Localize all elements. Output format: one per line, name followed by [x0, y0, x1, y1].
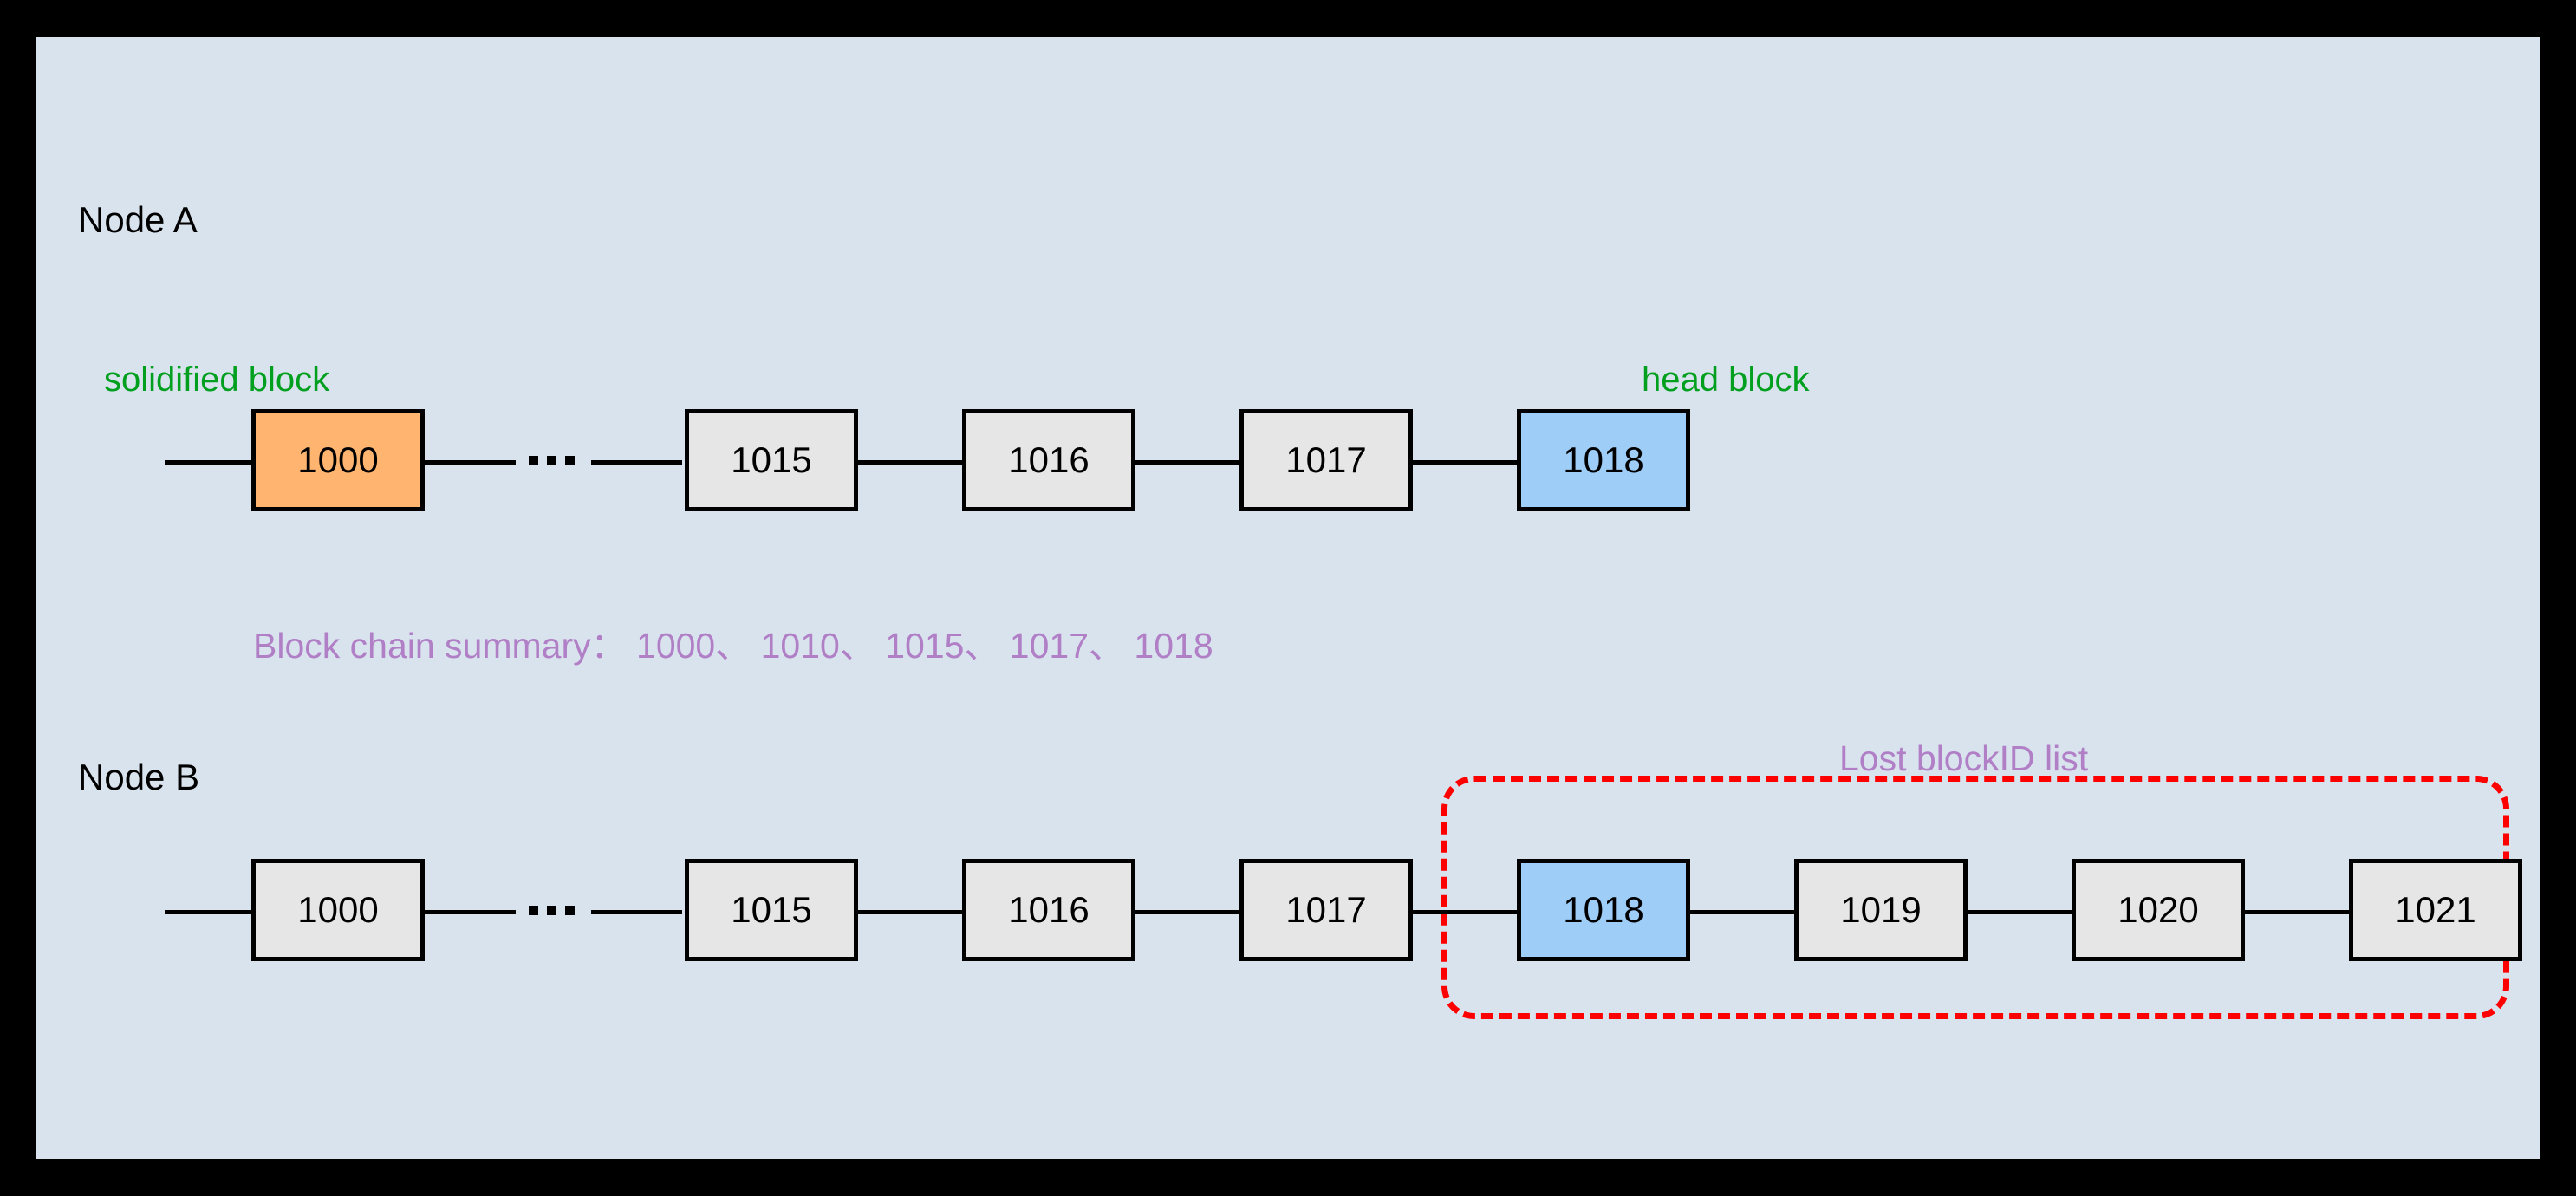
node-b-block-1016[interactable]: 1016 — [962, 859, 1135, 961]
node-a-block-1016[interactable]: 1016 — [962, 409, 1135, 511]
node-a-link-1017-1018 — [1413, 460, 1517, 465]
node-b-link-1017-1018 — [1413, 910, 1517, 914]
node-b-block-1019[interactable]: 1019 — [1794, 859, 1968, 961]
node-b-link-1016-1017 — [1135, 910, 1239, 914]
head-block-label: head block — [1642, 361, 1810, 399]
diagram-canvas: Node A solidified block head block 1000 … — [36, 37, 2540, 1159]
node-b-link-1020-1021 — [2245, 910, 2349, 914]
node-a-block-1000[interactable]: 1000 — [251, 409, 425, 511]
node-b-block-1021[interactable]: 1021 — [2349, 859, 2522, 961]
lost-blockid-list-label: Lost blockID list — [1839, 738, 2089, 778]
node-a-title: Node A — [78, 199, 198, 240]
node-a-ellipsis — [529, 456, 575, 465]
node-a-link-1000-ellipsis — [425, 460, 516, 465]
node-b-ellipsis — [529, 906, 575, 915]
block-chain-summary: Block chain summary： 1000、 1010、 1015、 1… — [253, 626, 1213, 666]
node-b-link-1015-1016 — [858, 910, 962, 914]
node-b-block-1020[interactable]: 1020 — [2072, 859, 2245, 961]
node-a-link-ellipsis-1015 — [591, 460, 682, 465]
node-b-link-1018-1019 — [1690, 910, 1794, 914]
node-b-block-1018[interactable]: 1018 — [1517, 859, 1690, 961]
node-a-link-lead — [165, 460, 251, 465]
node-b-link-1000-ellipsis — [425, 910, 516, 914]
node-b-block-1017[interactable]: 1017 — [1239, 859, 1413, 961]
node-b-link-ellipsis-1015 — [591, 910, 682, 914]
node-a-block-1017[interactable]: 1017 — [1239, 409, 1413, 511]
node-a-link-1016-1017 — [1135, 460, 1239, 465]
node-b-block-1015[interactable]: 1015 — [685, 859, 858, 961]
node-a-block-1015[interactable]: 1015 — [685, 409, 858, 511]
node-b-block-1000[interactable]: 1000 — [251, 859, 425, 961]
solidified-block-label: solidified block — [104, 361, 330, 399]
node-a-link-1015-1016 — [858, 460, 962, 465]
node-b-title: Node B — [78, 757, 200, 797]
node-b-link-1019-1020 — [1968, 910, 2072, 914]
node-b-link-lead — [165, 910, 251, 914]
node-a-block-1018[interactable]: 1018 — [1517, 409, 1690, 511]
